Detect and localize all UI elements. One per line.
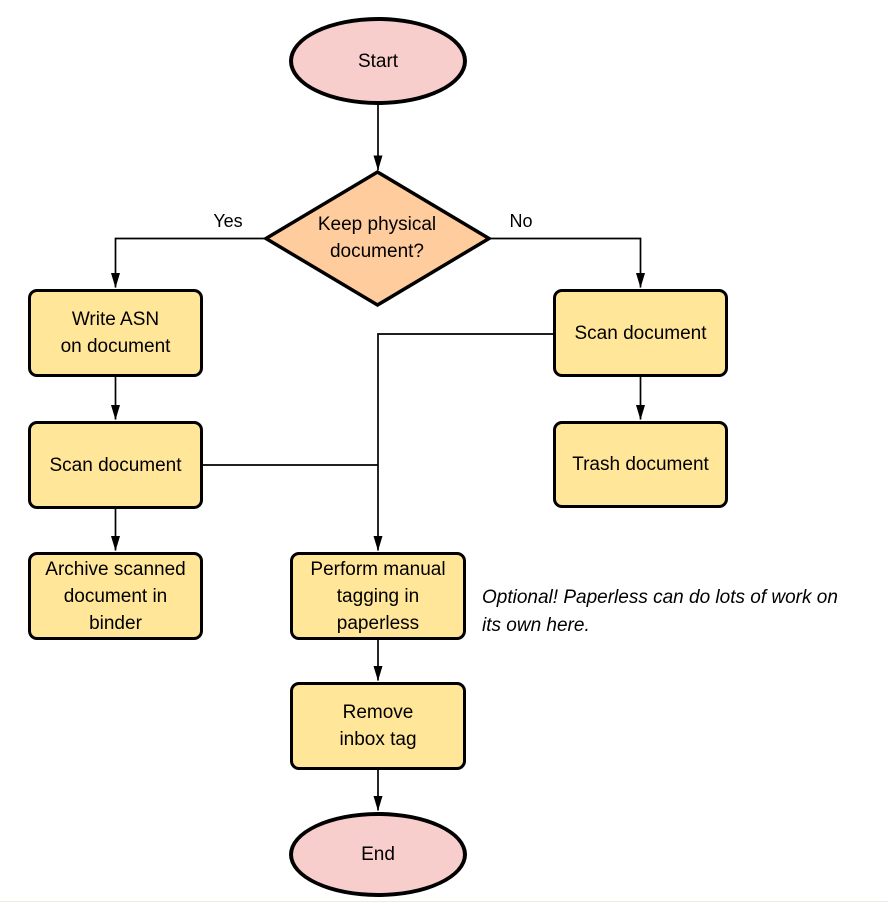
node-end: End [289,812,467,897]
node-start: Start [289,17,467,105]
edge-scan-right-tagging [373,333,553,551]
decision-diamond-shape [262,169,493,308]
bottom-divider [0,901,888,902]
node-end-label: End [361,844,395,865]
node-manual-tagging-label: Perform manual tagging in paperless [310,558,446,634]
edge-label-yes: Yes [213,211,243,231]
node-decision-label: Keep physical document? [317,214,437,262]
node-scan-document-right: Scan document [553,289,728,377]
node-archive-binder: Archive scanned document in binder [28,552,203,640]
node-decision: Keep physical document? [266,172,488,304]
edge-decision-write-asn [111,237,266,288]
node-write-asn-label: Write ASN on document [60,309,171,357]
node-scan-document-left-label: Scan document [49,454,182,476]
node-write-asn: Write ASN on document [28,289,203,377]
node-remove-inbox-tag: Remove inbox tag [290,682,466,770]
edge-decision-scan-right [489,237,645,288]
node-trash-document-label: Trash document [572,454,709,475]
node-trash-document: Trash document [553,421,728,508]
edge-label-no: No [509,211,533,231]
node-manual-tagging: Perform manual tagging in paperless [290,552,466,640]
node-archive-binder-label: Archive scanned document in binder [45,558,186,634]
node-scan-document-left: Scan document [28,421,203,509]
node-start-label: Start [357,50,399,72]
node-scan-document-right-label: Scan document [574,322,707,344]
optional-annotation: Optional! Paperless can do lots of work … [482,587,838,636]
node-remove-inbox-tag-label: Remove inbox tag [339,702,417,750]
